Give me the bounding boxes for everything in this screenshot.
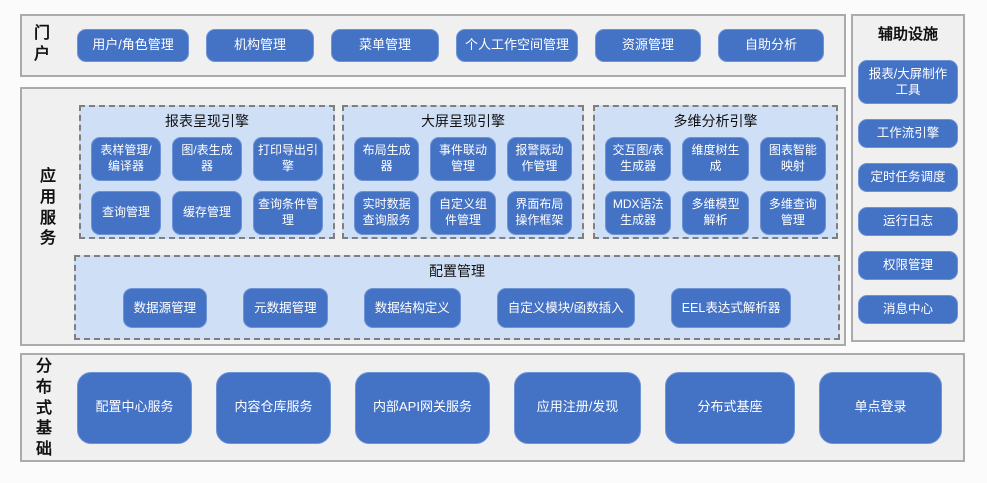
- aux-scheduled-task-dispatch[interactable]: 定时任务调度: [858, 163, 958, 192]
- bigscreen-engine-title: 大屏呈现引擎: [421, 113, 505, 129]
- portal-button-row: 用户/角色管理 机构管理 菜单管理 个人工作空间管理 资源管理 自助分析: [77, 16, 824, 75]
- module-event-linkage-mgmt[interactable]: 事件联动管理: [430, 137, 496, 181]
- module-alarm-action-mgmt[interactable]: 报警既动作管理: [506, 137, 572, 181]
- module-query-mgmt[interactable]: 查询管理: [91, 191, 161, 235]
- service-distributed-pedestal[interactable]: 分布式基座: [665, 371, 795, 444]
- auxiliary-section: 辅助设施 报表/大屏制作工具 工作流引擎 定时任务调度 运行日志 权限管理 消息…: [851, 14, 965, 342]
- aux-report-bigscreen-authoring-tool[interactable]: 报表/大屏制作工具: [858, 60, 958, 104]
- module-datasource-mgmt[interactable]: 数据源管理: [122, 288, 208, 328]
- distributed-base-row: 配置中心服务 内容仓库服务 内部API网关服务 应用注册/发现 分布式基座 单点…: [77, 355, 942, 460]
- config-mgmt-panel: 配置管理 数据源管理 元数据管理 数据结构定义 自定义模块/函数插入 EEL表达…: [74, 255, 840, 340]
- module-style-mgmt-compiler[interactable]: 表样管理/编译器: [91, 137, 161, 181]
- module-multidim-model-parsing[interactable]: 多维模型解析: [682, 191, 749, 235]
- module-print-export-engine[interactable]: 打印导出引擎: [253, 137, 323, 181]
- bigscreen-engine-grid: 布局生成器 事件联动管理 报警既动作管理 实时数据查询服务 自定义组件管理 界面…: [344, 131, 582, 245]
- module-metadata-mgmt[interactable]: 元数据管理: [243, 288, 328, 328]
- bigscreen-engine-panel: 大屏呈现引擎 布局生成器 事件联动管理 报警既动作管理 实时数据查询服务 自定义…: [342, 105, 584, 239]
- module-eel-expression-parser[interactable]: EEL表达式解析器: [670, 288, 792, 328]
- app-services-section-label: 应用服务: [39, 168, 56, 248]
- module-ui-layout-framework[interactable]: 界面布局操作框架: [506, 191, 572, 235]
- portal-item-menu-mgmt[interactable]: 菜单管理: [331, 29, 439, 62]
- module-dimension-tree[interactable]: 维度树生成: [682, 137, 749, 181]
- portal-section: 门户 用户/角色管理 机构管理 菜单管理 个人工作空间管理 资源管理 自助分析: [20, 14, 846, 77]
- module-layout-generator[interactable]: 布局生成器: [354, 137, 420, 181]
- distributed-base-section: 分布式基础 配置中心服务 内容仓库服务 内部API网关服务 应用注册/发现 分布…: [20, 353, 965, 462]
- module-query-condition-mgmt[interactable]: 查询条件管理: [253, 191, 323, 235]
- config-mgmt-row: 数据源管理 元数据管理 数据结构定义 自定义模块/函数插入 EEL表达式解析器: [76, 281, 838, 328]
- service-single-sign-on[interactable]: 单点登录: [819, 371, 942, 444]
- module-multidim-query-mgmt[interactable]: 多维查询管理: [759, 191, 826, 235]
- service-content-repository[interactable]: 内容仓库服务: [216, 371, 331, 444]
- module-interactive-chart-generator[interactable]: 交互图/表生成器: [605, 137, 672, 181]
- aux-workflow-engine[interactable]: 工作流引擎: [858, 119, 958, 148]
- report-engine-title: 报表呈现引擎: [165, 113, 249, 129]
- aux-permission-mgmt[interactable]: 权限管理: [858, 251, 958, 280]
- portal-item-org-mgmt[interactable]: 机构管理: [206, 29, 314, 62]
- portal-section-label: 门户: [33, 25, 50, 63]
- report-engine-panel: 报表呈现引擎 表样管理/编译器 图/表生成器 打印导出引擎 查询管理 缓存管理 …: [79, 105, 335, 239]
- distributed-base-section-label: 分布式基础: [35, 358, 52, 459]
- module-realtime-data-query[interactable]: 实时数据查询服务: [354, 191, 420, 235]
- portal-item-resource-mgmt[interactable]: 资源管理: [595, 29, 701, 62]
- aux-message-center[interactable]: 消息中心: [858, 295, 958, 324]
- auxiliary-button-column: 报表/大屏制作工具 工作流引擎 定时任务调度 运行日志 权限管理 消息中心: [853, 60, 963, 324]
- service-internal-api-gateway[interactable]: 内部API网关服务: [355, 371, 490, 444]
- module-chart-table-generator[interactable]: 图/表生成器: [172, 137, 242, 181]
- module-custom-component-mgmt[interactable]: 自定义组件管理: [430, 191, 496, 235]
- app-services-section: 应用服务 报表呈现引擎 表样管理/编译器 图/表生成器 打印导出引擎 查询管理 …: [20, 87, 846, 346]
- module-cache-mgmt[interactable]: 缓存管理: [172, 191, 242, 235]
- module-custom-module-function-insert[interactable]: 自定义模块/函数插入: [496, 288, 635, 328]
- module-chart-smart-mapping[interactable]: 图表智能映射: [759, 137, 826, 181]
- config-mgmt-title: 配置管理: [429, 263, 485, 279]
- module-data-structure-definition[interactable]: 数据结构定义: [363, 288, 461, 328]
- auxiliary-section-title: 辅助设施: [877, 26, 938, 43]
- aux-runtime-log[interactable]: 运行日志: [858, 207, 958, 236]
- portal-item-workspace-mgmt[interactable]: 个人工作空间管理: [456, 29, 578, 62]
- report-engine-grid: 表样管理/编译器 图/表生成器 打印导出引擎 查询管理 缓存管理 查询条件管理: [81, 131, 333, 245]
- module-mdx-syntax-generator[interactable]: MDX语法生成器: [605, 191, 672, 235]
- olap-engine-grid: 交互图/表生成器 维度树生成 图表智能映射 MDX语法生成器 多维模型解析 多维…: [595, 131, 836, 245]
- olap-engine-title: 多维分析引擎: [673, 113, 758, 129]
- portal-item-user-role-mgmt[interactable]: 用户/角色管理: [77, 29, 189, 62]
- service-app-register-discovery[interactable]: 应用注册/发现: [514, 371, 641, 444]
- portal-item-self-analysis[interactable]: 自助分析: [718, 29, 824, 62]
- olap-engine-panel: 多维分析引擎 交互图/表生成器 维度树生成 图表智能映射 MDX语法生成器 多维…: [593, 105, 838, 239]
- service-config-center[interactable]: 配置中心服务: [77, 371, 192, 444]
